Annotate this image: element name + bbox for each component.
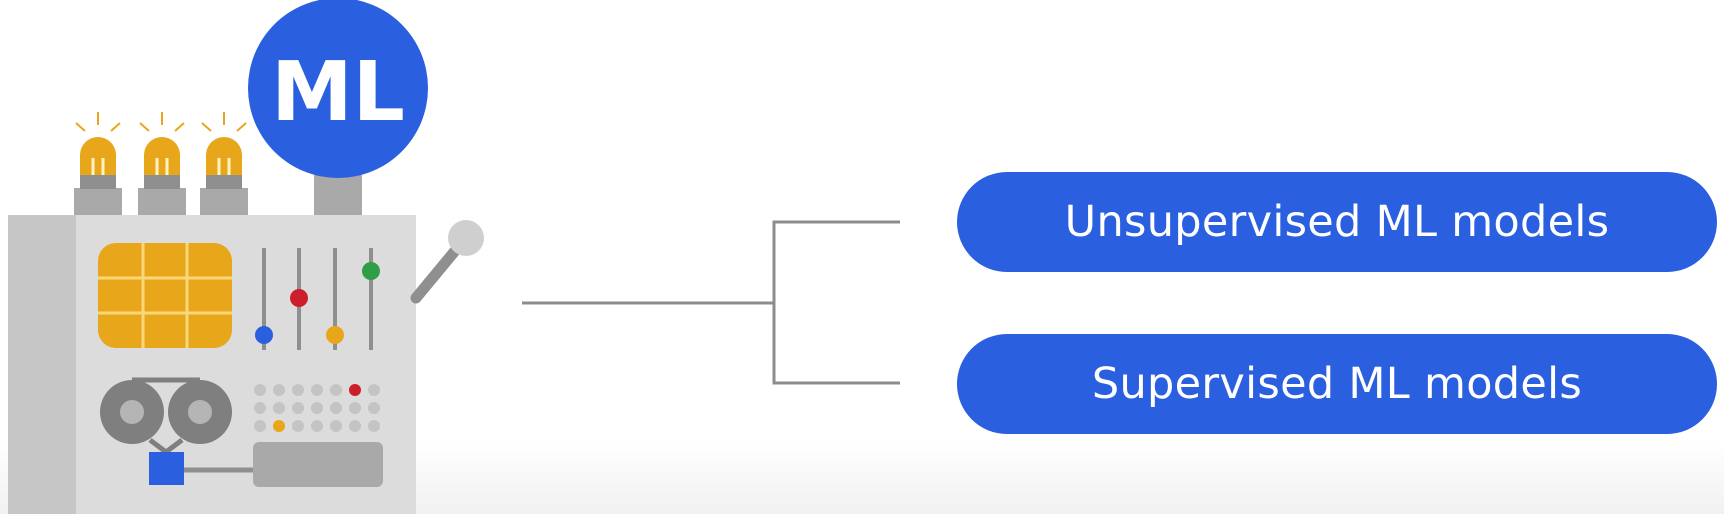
supervised-ml-models-label: Supervised ML models xyxy=(1091,359,1583,409)
slider-knob-blue xyxy=(255,326,273,344)
ml-machine-illustration: ML xyxy=(8,0,484,514)
display-panel xyxy=(253,442,383,487)
indicator-dot-amber xyxy=(273,420,285,432)
tape-reels-icon xyxy=(100,377,254,485)
slider-knob-green xyxy=(362,262,380,280)
amber-keypad-icon xyxy=(98,243,232,348)
lever-handle-icon xyxy=(410,220,484,304)
indicator-dot-red xyxy=(349,384,361,396)
ml-badge-label: ML xyxy=(271,45,405,140)
sliders xyxy=(255,248,380,350)
alarm-light-1-icon xyxy=(74,112,122,215)
ml-badge: ML xyxy=(248,0,428,218)
alarm-lights xyxy=(74,112,248,215)
supervised-ml-models-node: Supervised ML models xyxy=(957,334,1717,434)
unsupervised-ml-models-node: Unsupervised ML models xyxy=(957,172,1717,272)
slider-knob-red xyxy=(290,289,308,307)
slider-knob-amber xyxy=(326,326,344,344)
alarm-light-2-icon xyxy=(138,112,186,215)
machine-side-panel xyxy=(8,215,76,514)
unsupervised-ml-models-label: Unsupervised ML models xyxy=(1064,197,1610,247)
indicator-dot-grid xyxy=(254,384,380,432)
alarm-light-3-icon xyxy=(200,112,248,215)
